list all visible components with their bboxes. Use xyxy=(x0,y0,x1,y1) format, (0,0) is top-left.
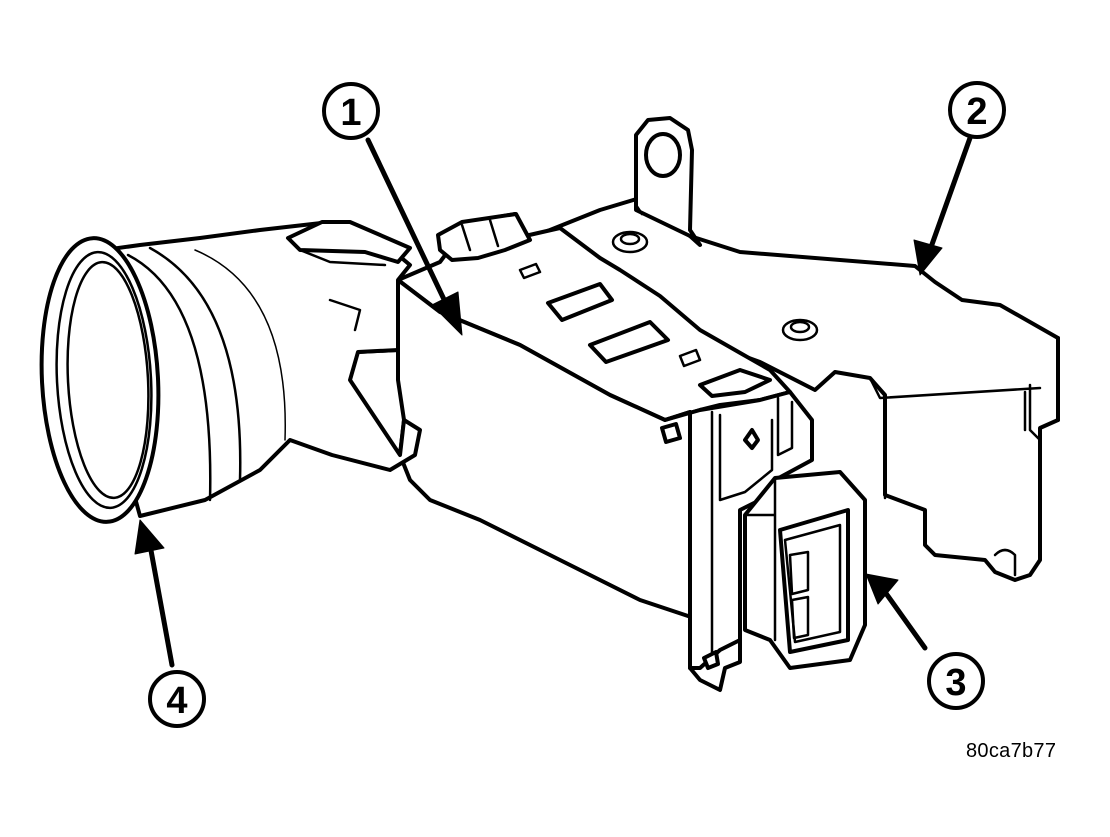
electrical-connector xyxy=(743,470,867,670)
figure-code: 80ca7b77 xyxy=(966,740,1057,762)
air-duct-nozzle xyxy=(39,220,422,524)
callout-1: 1 xyxy=(322,82,380,140)
callout-4: 4 xyxy=(148,670,206,728)
callout-1-label: 1 xyxy=(340,92,361,134)
callout-4-label: 4 xyxy=(166,680,187,722)
callout-arrow-1 xyxy=(365,137,463,336)
callout-3: 3 xyxy=(927,652,985,710)
callout-arrow-3 xyxy=(865,573,928,651)
callout-arrow-4 xyxy=(134,519,175,668)
callout-2: 2 xyxy=(948,81,1006,139)
control-module-housing xyxy=(336,212,814,692)
callout-2-label: 2 xyxy=(966,91,987,133)
callout-arrow-2 xyxy=(913,135,973,276)
callout-3-label: 3 xyxy=(945,662,966,704)
